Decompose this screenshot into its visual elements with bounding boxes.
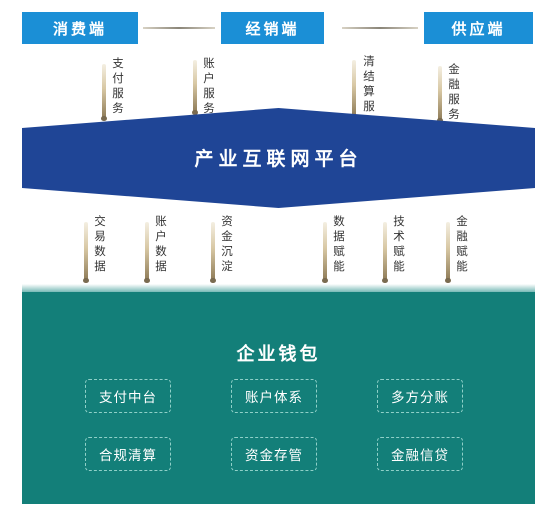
tab-supplier: 供应端 [424, 12, 533, 44]
tab-distributor: 经销端 [221, 12, 324, 44]
service-label-account: 账户服务 [203, 56, 215, 115]
wallet-title: 企业钱包 [236, 344, 321, 365]
tab-consumer: 消费端 [22, 12, 138, 44]
platform-banner [22, 108, 535, 208]
platform-title: 产业互联网平台 [194, 148, 363, 170]
enable-label-data: 数据赋能 [333, 214, 345, 273]
connector-stick [192, 60, 198, 115]
connector-stick [101, 64, 107, 121]
module-fund-custody: 资金存管 [231, 437, 317, 471]
data-label-transaction: 交易数据 [94, 214, 106, 273]
module-finance-credit: 金融信贷 [377, 437, 463, 471]
connector-stick [351, 60, 357, 119]
connector-stick [210, 222, 216, 283]
connector-stick [445, 222, 451, 283]
module-payment-hub: 支付中台 [85, 379, 171, 413]
connector-line [143, 27, 215, 29]
module-split-account: 多方分账 [377, 379, 463, 413]
service-label-payment: 支付服务 [112, 56, 124, 115]
enable-label-finance: 金融赋能 [456, 214, 468, 273]
enable-label-tech: 技术赋能 [393, 214, 405, 273]
connector-stick [83, 222, 89, 283]
enterprise-wallet-panel [22, 292, 535, 504]
data-label-funds: 资金沉淀 [221, 214, 233, 273]
connector-stick [322, 222, 328, 283]
connector-stick [382, 222, 388, 283]
module-account-system: 账户体系 [231, 379, 317, 413]
connector-stick [144, 222, 150, 283]
connector-line [342, 27, 418, 29]
module-compliance-clearing: 合规清算 [85, 437, 171, 471]
connector-stick [437, 66, 443, 123]
service-label-finance: 金融服务 [448, 62, 460, 121]
data-label-account: 账户数据 [155, 214, 167, 273]
